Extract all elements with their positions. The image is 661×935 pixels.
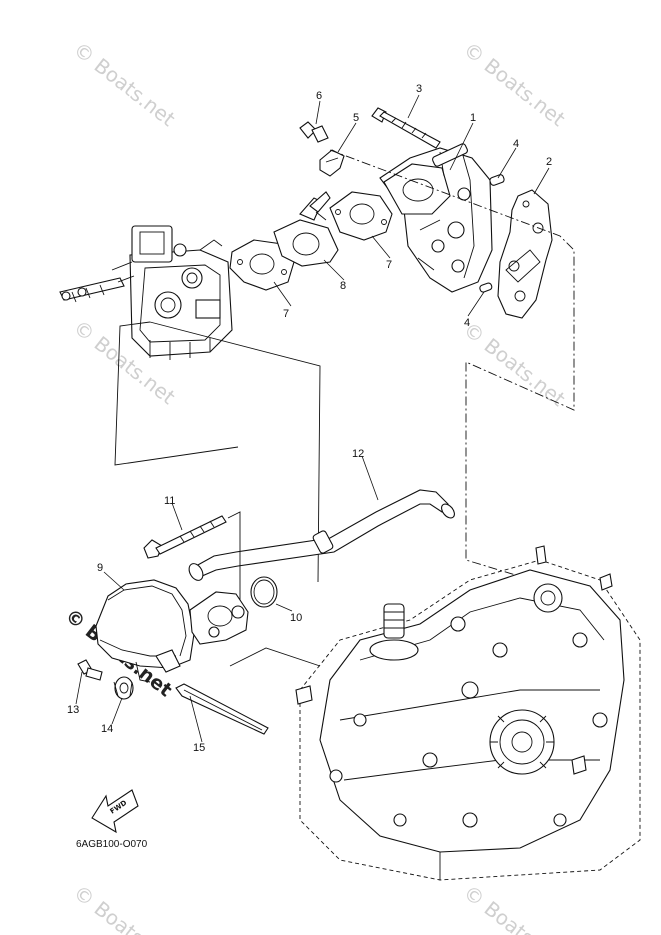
dowel-pin-4-lower (479, 282, 493, 293)
bolt-11 (143, 515, 227, 559)
watermark-bottom-right: © Boats.net (459, 880, 570, 935)
watermark-bottom-left: © Boats.net (69, 880, 180, 935)
callout-7-right: 7 (386, 259, 392, 271)
callout-11: 11 (164, 495, 175, 507)
silencer-9 (95, 579, 249, 683)
gasket-7-left (229, 239, 295, 291)
watermark-top-left: © Boats.net (69, 37, 180, 131)
o-ring-10 (250, 576, 278, 608)
callout-4-lower: 4 (464, 317, 470, 329)
callout-8: 8 (340, 280, 346, 292)
callout-1: 1 (470, 112, 476, 124)
cable-tie-15 (175, 683, 269, 735)
o-ring-10-inner (253, 579, 275, 605)
callout-numbers: 1 2 3 4 4 5 6 7 7 8 9 10 11 12 13 14 15 (67, 83, 552, 754)
callout-3: 3 (416, 83, 422, 95)
callout-14: 14 (101, 723, 113, 735)
spacer-8 (273, 191, 339, 267)
watermark-mid-right: © Boats.net (459, 317, 570, 411)
bolt-3 (371, 107, 441, 149)
dowel-pin-4-upper (489, 174, 505, 186)
callout-10: 10 (290, 612, 302, 624)
gasket-7-right (329, 191, 393, 241)
engine-block (295, 545, 641, 881)
carburetor-assembly (59, 225, 233, 360)
drawing-code: 6AGB100-O070 (76, 839, 148, 850)
callout-7-left: 7 (283, 308, 289, 320)
callout-12: 12 (352, 448, 364, 460)
leader-lines (75, 94, 550, 743)
grommet-14 (113, 676, 134, 700)
screw-13 (77, 659, 103, 681)
clamp-5 (319, 149, 345, 177)
intake-manifold-1 (379, 143, 493, 293)
block-bracket-line (229, 647, 321, 667)
callout-9: 9 (97, 562, 103, 574)
carburetor-bracket-line (114, 321, 321, 583)
fwd-arrow-icon: FWD (91, 789, 139, 834)
callout-4-upper: 4 (513, 138, 519, 150)
projection-line-manifold (329, 149, 575, 581)
bolt-11-guide (227, 511, 241, 600)
screw-6 (299, 121, 329, 143)
hose-12 (188, 489, 455, 581)
gasket-2 (497, 189, 553, 319)
callout-2: 2 (546, 156, 552, 168)
callout-15: 15 (193, 742, 205, 754)
callout-5: 5 (353, 112, 359, 124)
callout-13: 13 (67, 704, 79, 716)
callout-6: 6 (316, 90, 322, 102)
